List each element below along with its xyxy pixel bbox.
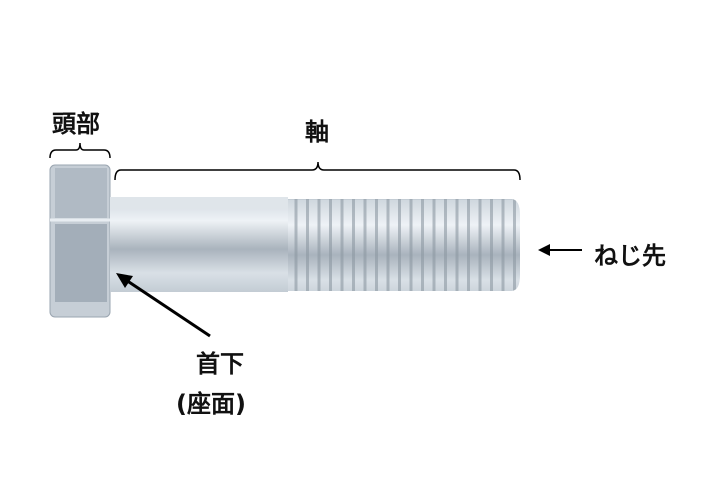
shaft-label: 軸: [305, 118, 329, 146]
bolt-head: [49, 164, 111, 318]
thread-tip-arrow: [538, 244, 582, 256]
thread-tip-label: ねじ先: [594, 242, 666, 270]
head-bracket: [49, 142, 111, 159]
under-head-arrow: [116, 273, 211, 338]
under-head-label: 首下: [196, 350, 244, 378]
bolt-shank: [110, 197, 288, 292]
bolt-thread: [288, 199, 520, 291]
head-label: 頭部: [52, 110, 100, 138]
bearing-surface-label: (座面): [176, 390, 246, 418]
shaft-bracket: [114, 161, 521, 181]
